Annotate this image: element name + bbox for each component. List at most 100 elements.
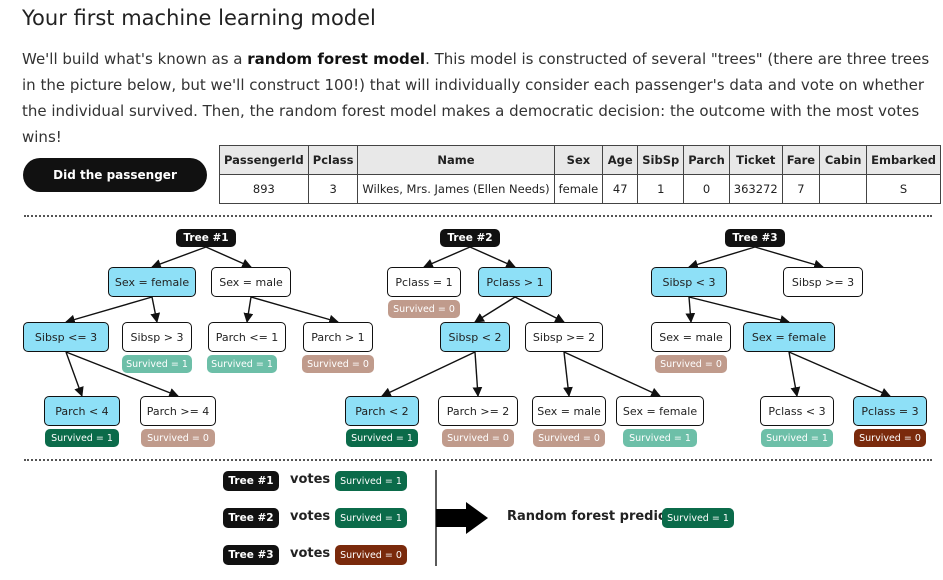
decision-node: Parch > 1	[303, 322, 373, 352]
decision-node: Sibsp >= 3	[783, 267, 863, 297]
tree-label-2: Tree #2	[440, 229, 500, 247]
vote-tree-label: Tree #3	[223, 545, 279, 565]
decision-node: Pclass = 3	[853, 396, 927, 426]
page-title: Your first machine learning model	[22, 6, 376, 30]
intro-text-start: We'll build what's known as a	[22, 50, 248, 68]
header-passengerid: PassengerId	[219, 145, 309, 175]
decision-node: Sibsp < 2	[440, 322, 510, 352]
intro-text-end: . This model is constructed of several "…	[22, 50, 930, 146]
outcome-badge: Survived = 0	[442, 429, 514, 447]
cell-pclass: 3	[307, 174, 359, 204]
outcome-badge: Survived = 0	[854, 429, 926, 447]
cell-ticket: 363272	[728, 174, 783, 204]
votes-word: votes	[290, 509, 331, 524]
table-row: 893 3 Wilkes, Mrs. James (Ellen Needs) f…	[219, 174, 941, 204]
decision-node: Sibsp <= 3	[23, 322, 109, 352]
decision-node: Parch >= 2	[438, 396, 518, 426]
outcome-badge: Survived = 0	[533, 429, 605, 447]
tree-edge-arrow	[788, 351, 891, 397]
cell-passengerid: 893	[219, 174, 309, 204]
outcome-badge: Survived = 1	[45, 429, 119, 447]
tree-edge-arrow	[250, 296, 339, 325]
outcome-badge: Survived = 1	[761, 429, 833, 447]
tree-edge-arrow	[65, 296, 153, 325]
cell-age: 47	[602, 174, 639, 204]
decision-node: Sex = male	[651, 322, 731, 352]
decision-node: Sex = male	[532, 396, 606, 426]
header-cabin: Cabin	[819, 145, 868, 175]
header-age: Age	[602, 145, 639, 175]
decision-node: Parch < 2	[345, 396, 419, 426]
votes-word: votes	[290, 546, 331, 561]
cell-sibsp: 1	[637, 174, 685, 204]
outcome-badge: Survived = 1	[122, 355, 192, 373]
tree-edge-arrow	[151, 246, 207, 269]
header-pclass: Pclass	[307, 145, 359, 175]
intro-bold-term: random forest model	[247, 50, 426, 68]
decision-node: Pclass = 1	[387, 267, 461, 297]
tree-edge-arrow	[381, 351, 476, 397]
decision-node: Parch >= 4	[140, 396, 216, 426]
tree-edge-arrow	[65, 351, 84, 397]
cell-sex: female	[553, 174, 604, 204]
header-name: Name	[357, 145, 555, 175]
decision-node: Sex = female	[743, 322, 835, 352]
header-embarked: Embarked	[866, 145, 941, 175]
tree-edge-arrow	[65, 351, 179, 398]
decision-node: Pclass < 3	[760, 396, 834, 426]
tree-edge-arrow	[688, 246, 756, 270]
intro-paragraph: We'll build what's known as a random for…	[22, 46, 932, 150]
vote-tree-label: Tree #1	[223, 471, 279, 491]
tree-edge-arrow	[469, 246, 516, 268]
outcome-badge: Survived = 1	[623, 429, 697, 447]
cell-fare: 7	[781, 174, 821, 204]
tree-edge-arrow	[472, 351, 483, 397]
tree-edge-arrow	[514, 296, 565, 323]
header-sex: Sex	[553, 145, 604, 175]
tree-label-1: Tree #1	[176, 229, 236, 247]
prediction-label: Random forest predicts	[507, 509, 680, 524]
vote-result-badge: Survived = 0	[335, 545, 407, 565]
decision-node: Sibsp > 3	[122, 322, 192, 352]
outcome-badge: Survived = 0	[302, 355, 374, 373]
header-fare: Fare	[781, 145, 821, 175]
outcome-badge: Survived = 1	[346, 429, 418, 447]
outcome-badge: Survived = 0	[388, 300, 460, 318]
decision-node: Pclass > 1	[478, 267, 552, 297]
decision-node: Sex = female	[616, 396, 704, 426]
decision-node: Sex = male	[211, 267, 291, 297]
decision-node: Sibsp < 3	[651, 267, 727, 297]
cell-parch: 0	[683, 174, 730, 204]
dotted-divider-top	[24, 215, 932, 217]
cell-name: Wilkes, Mrs. James (Ellen Needs)	[357, 174, 555, 204]
cell-cabin	[819, 174, 868, 204]
tree-edge-arrow	[205, 246, 252, 268]
votes-word: votes	[290, 472, 331, 487]
tree-edge-arrow	[688, 296, 790, 325]
vote-tree-label: Tree #2	[223, 508, 279, 528]
passenger-table: PassengerId Pclass Name Sex Age SibSp Pa…	[219, 145, 941, 204]
decision-node: Parch <= 1	[208, 322, 286, 352]
vote-result-badge: Survived = 1	[335, 508, 407, 528]
prediction-badge: Survived = 1	[662, 508, 734, 528]
outcome-badge: Survived = 0	[141, 429, 215, 447]
tree-edge-arrow	[563, 351, 661, 397]
question-pill: Did the passenger survive?	[23, 158, 207, 216]
tree-edge-arrow	[563, 351, 573, 397]
tree-edge-arrow	[243, 296, 254, 323]
tree-edge-arrow	[754, 246, 824, 270]
dotted-divider-bottom	[24, 459, 932, 461]
decision-node: Sex = female	[108, 267, 196, 297]
prediction-arrow-icon	[436, 502, 488, 534]
outcome-badge: Survived = 1	[207, 355, 277, 373]
header-ticket: Ticket	[728, 145, 783, 175]
tree-label-3: Tree #3	[725, 229, 785, 247]
outcome-badge: Survived = 0	[655, 355, 727, 373]
passenger-table-header-row: PassengerId Pclass Name Sex Age SibSp Pa…	[219, 145, 941, 175]
tree-edge-arrow	[150, 296, 161, 323]
decision-node: Parch < 4	[44, 396, 120, 426]
decision-node: Sibsp >= 2	[525, 322, 603, 352]
tree-edge-arrow	[423, 246, 471, 268]
tree-edge-arrow	[788, 351, 801, 397]
